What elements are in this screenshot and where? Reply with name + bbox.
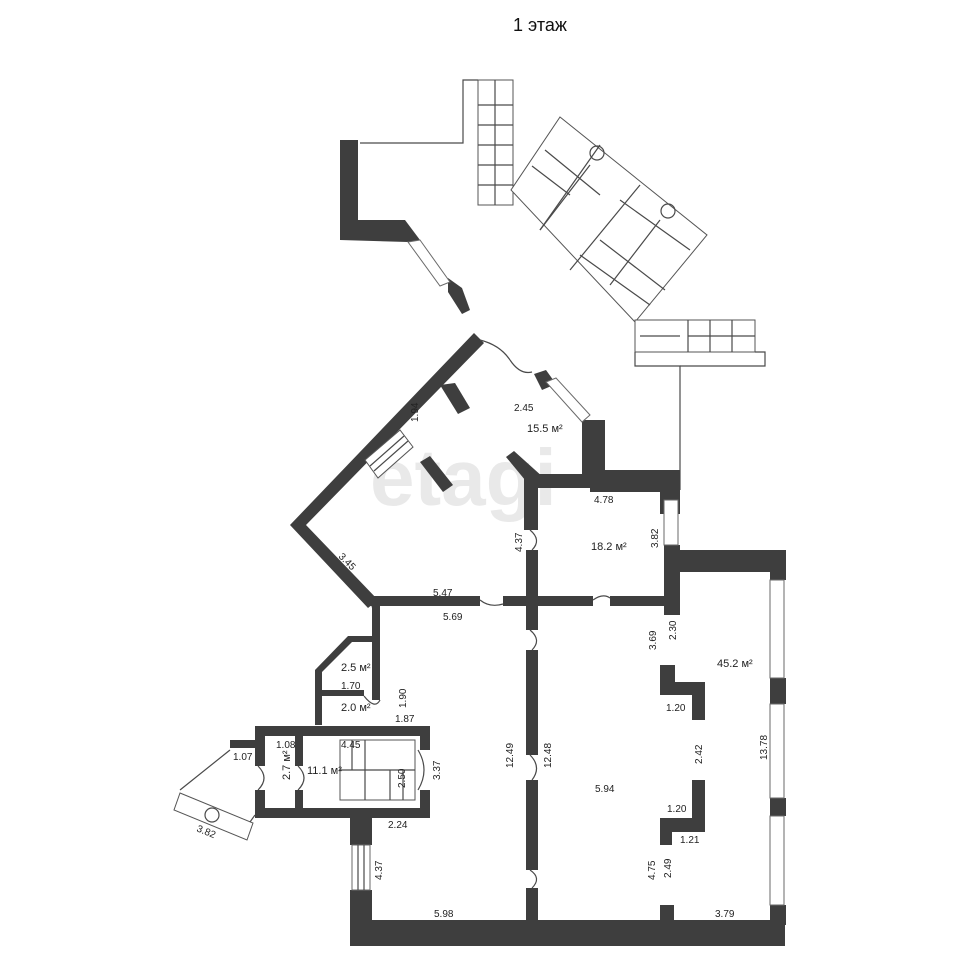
dim-label: 1.87: [395, 714, 415, 725]
dim-label: 1.21: [680, 835, 700, 846]
dim-label: 3.82: [650, 528, 661, 548]
dim-label: 5.47: [433, 588, 453, 599]
dim-label: 3.37: [432, 760, 443, 780]
room-area-stairwell: 11.1 м²: [307, 765, 342, 777]
dim-label: 4.37: [374, 860, 385, 880]
interior-stairs: [173, 429, 416, 841]
room-area-vestibule: 2.7 м²: [281, 750, 293, 780]
room-area-hall: 15.5 м²: [527, 423, 563, 435]
dim-label: 2.24: [388, 820, 408, 831]
dim-label: 1.07: [233, 752, 253, 763]
dim-label: 4.78: [594, 495, 614, 506]
dim-label: 1.90: [398, 688, 409, 708]
dim-label: 1.20: [667, 804, 687, 815]
dim-label: 1.08: [276, 740, 296, 751]
room-area-storage-a: 2.5 м²: [341, 662, 371, 674]
walls: [230, 140, 786, 946]
dim-label: 5.69: [443, 612, 463, 623]
room-area-main-hall: 45.2 м²: [717, 658, 753, 670]
doors: [257, 339, 611, 889]
dim-label: 5.98: [434, 909, 454, 920]
dim-label: 4.37: [514, 532, 525, 552]
dim-label: 1.94: [410, 402, 421, 422]
dim-label: 2.50: [397, 768, 408, 788]
dim-label: 4.45: [341, 740, 361, 751]
dim-label: 5.94: [595, 784, 615, 795]
dim-label: 2.45: [514, 403, 534, 414]
dim-label: 1.70: [341, 681, 361, 692]
dim-label: 12.48: [543, 743, 554, 768]
dim-label: 3.79: [715, 909, 735, 920]
floor-title: 1 этаж: [513, 15, 567, 35]
windows: [351, 239, 785, 906]
room-area-office: 18.2 м²: [591, 541, 627, 553]
dim-label: 2.42: [694, 744, 705, 764]
dim-label: 12.49: [505, 743, 516, 768]
dim-label: 1.20: [666, 703, 686, 714]
dim-label: 3.69: [648, 630, 659, 650]
exterior-stairs: [360, 79, 766, 490]
dim-label: 4.75: [647, 860, 658, 880]
dim-label: 2.30: [668, 620, 679, 640]
dim-label: 2.49: [663, 858, 674, 878]
dim-label: 13.78: [759, 735, 770, 760]
room-area-storage-b: 2.0 м²: [341, 702, 371, 714]
